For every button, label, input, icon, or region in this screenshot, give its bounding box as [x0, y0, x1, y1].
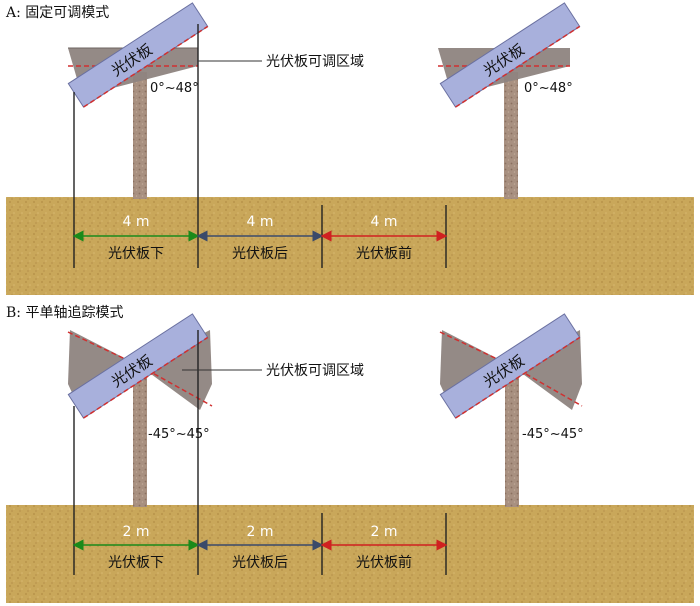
pv-structure-a-right: 光伏板 0°~48° — [438, 2, 581, 199]
segment-distance: 4 m — [371, 214, 398, 230]
support-pole — [505, 372, 519, 507]
adjustable-region-fan — [512, 330, 582, 410]
region-callout-label: 光伏板可调区域 — [266, 54, 364, 70]
segment-distance: 4 m — [247, 214, 274, 230]
segment-distance: 4 m — [123, 214, 150, 230]
dashed-limit — [139, 365, 213, 407]
tilt-range-label: -45°~45° — [148, 427, 210, 442]
soil-ground-b — [6, 505, 694, 603]
pv-structure-b-right: 光伏板 -45°~45° — [439, 313, 584, 507]
dashed-limit — [511, 365, 583, 407]
solar-panel: 光伏板 — [67, 2, 209, 108]
segment-label: 光伏板下 — [108, 246, 164, 262]
support-pole — [504, 72, 518, 199]
tilt-range-label: 0°~48° — [524, 81, 573, 96]
pv-structure-b-left: 光伏板 -45°~45° 光伏板可调区域 — [67, 313, 364, 575]
segment-label: 光伏板后 — [232, 555, 288, 571]
soil-ground-a — [6, 197, 694, 295]
segment-label: 光伏板下 — [108, 555, 164, 571]
support-pole — [133, 72, 147, 199]
tilt-range-label: -45°~45° — [522, 427, 584, 442]
panel-b-title: B: 平单轴追踪模式 — [6, 305, 124, 321]
segment-distance: 2 m — [123, 524, 150, 540]
region-callout-label: 光伏板可调区域 — [266, 363, 364, 379]
segment-distance: 2 m — [371, 524, 398, 540]
tilt-range-label: 0°~48° — [150, 81, 199, 96]
segment-distance: 2 m — [247, 524, 274, 540]
support-pole — [133, 372, 147, 507]
segment-label: 光伏板后 — [232, 246, 288, 262]
segment-label: 光伏板前 — [356, 554, 412, 571]
adjustable-region-fan — [140, 330, 212, 410]
panel-a-title: A: 固定可调模式 — [6, 5, 110, 21]
pv-structure-a-left: 光伏板 0°~48° 光伏板可调区域 — [67, 2, 364, 268]
segment-label: 光伏板前 — [356, 245, 412, 262]
